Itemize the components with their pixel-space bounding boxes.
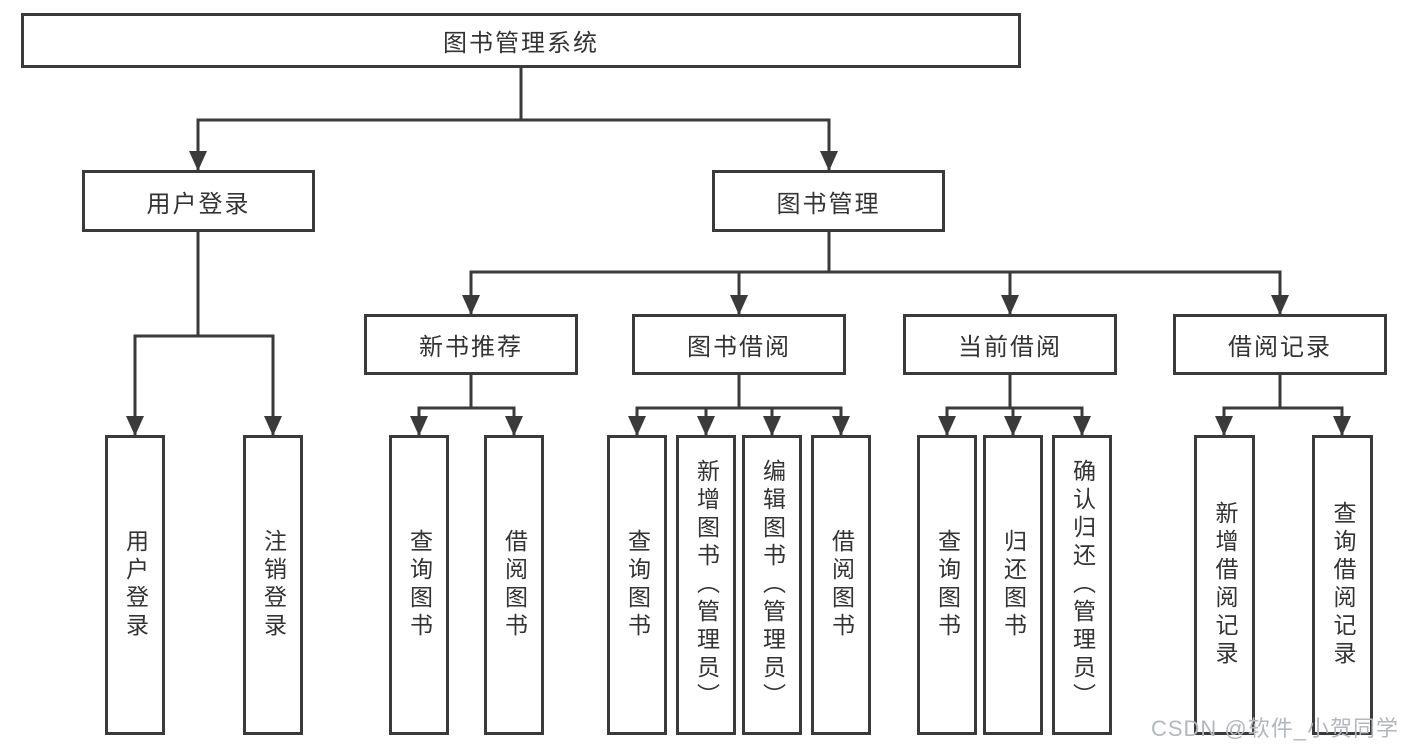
leaf-add-borrow-record: 新增借阅记录 — [1194, 435, 1255, 735]
node-book-borrowing: 图书借阅 — [632, 314, 846, 375]
node-book-management: 图书管理 — [712, 170, 945, 232]
node-borrowing-records: 借阅记录 — [1173, 314, 1387, 375]
leaf-logout: 注销登录 — [243, 435, 303, 735]
leaf-return-books: 归还图书 — [983, 435, 1043, 735]
leaf-query-books-current: 查询图书 — [917, 435, 977, 735]
node-user-login: 用户登录 — [82, 170, 315, 232]
leaf-edit-book-admin: 编辑图书（管理员） — [742, 435, 802, 735]
watermark-text: CSDN @软件_小贺同学 — [1150, 716, 1399, 741]
node-current-borrowing: 当前借阅 — [903, 314, 1117, 375]
leaf-borrow-books-borrowing: 借阅图书 — [811, 435, 871, 735]
node-library-management-system: 图书管理系统 — [21, 13, 1021, 68]
leaf-add-book-admin: 新增图书（管理员） — [676, 435, 736, 735]
leaf-borrow-books-recommend: 借阅图书 — [484, 435, 544, 735]
leaf-query-books-recommend: 查询图书 — [389, 435, 449, 735]
leaf-query-borrow-record: 查询借阅记录 — [1312, 435, 1373, 735]
node-new-book-recommendation: 新书推荐 — [364, 314, 578, 375]
leaf-confirm-return-admin: 确认归还（管理员） — [1052, 435, 1112, 735]
leaf-query-books-borrowing: 查询图书 — [607, 435, 667, 735]
leaf-user-login: 用户登录 — [105, 435, 165, 735]
